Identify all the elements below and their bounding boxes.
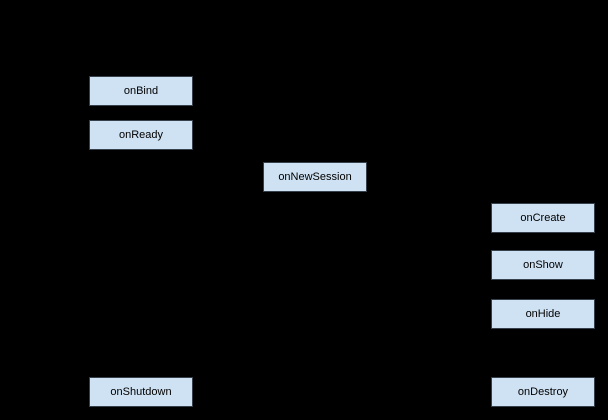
node-onready-label: onReady bbox=[118, 128, 164, 141]
node-oncreate-label: onCreate bbox=[520, 211, 566, 224]
node-onnewsession-label: onNewSession bbox=[278, 170, 352, 183]
node-oncreate: onCreate bbox=[491, 203, 595, 233]
node-onhide-label: onHide bbox=[525, 307, 561, 320]
node-onready: onReady bbox=[89, 120, 193, 150]
node-onshutdown-label: onShutdown bbox=[110, 385, 172, 398]
node-onbind-label: onBind bbox=[123, 84, 159, 97]
node-onshow: onShow bbox=[491, 250, 595, 280]
node-onhide: onHide bbox=[491, 299, 595, 329]
node-ondestroy-label: onDestroy bbox=[517, 385, 569, 398]
node-onshow-label: onShow bbox=[523, 258, 563, 271]
node-onnewsession: onNewSession bbox=[263, 162, 367, 192]
node-ondestroy: onDestroy bbox=[491, 377, 595, 407]
node-onshutdown: onShutdown bbox=[89, 377, 193, 407]
node-onbind: onBind bbox=[89, 76, 193, 106]
